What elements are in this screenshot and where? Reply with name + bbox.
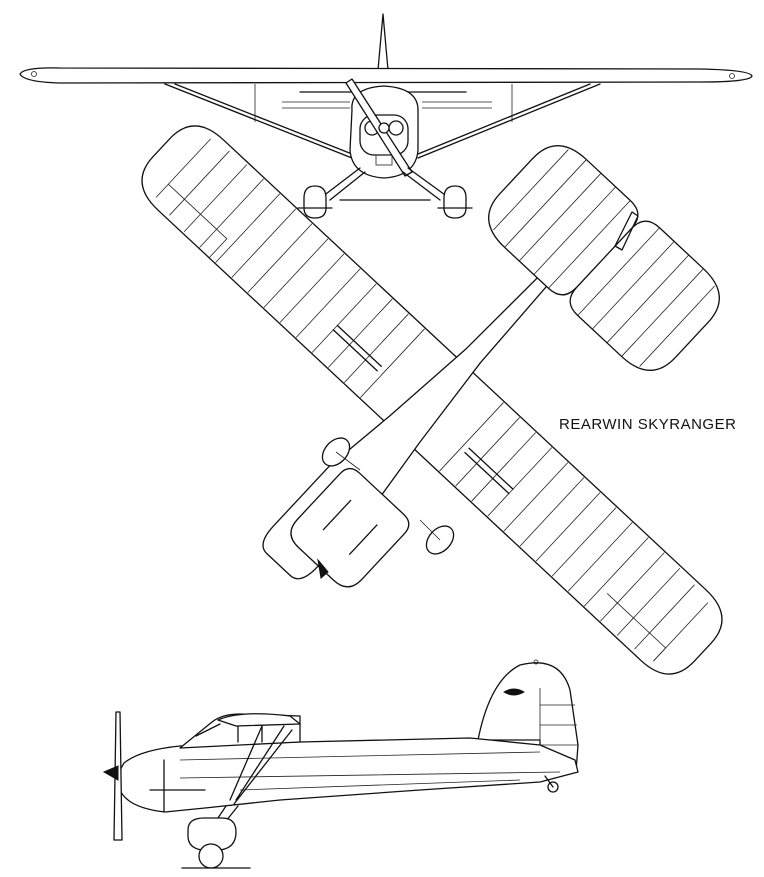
drawing-title: REARWIN SKYRANGER <box>559 416 736 433</box>
top-view-rudder <box>614 211 639 251</box>
side-view-wheel-fairing <box>187 817 237 851</box>
side-view-struts <box>229 725 293 805</box>
side-view-wheel <box>198 843 224 869</box>
front-view-fin <box>377 13 389 71</box>
top-view-cowling <box>290 467 410 588</box>
top-view-spinner <box>317 558 329 579</box>
side-view-wing-root <box>217 713 301 727</box>
top-view-wing-ribs <box>155 138 709 662</box>
top-view-horizontal-tail <box>488 145 720 371</box>
front-view-wing-struts <box>164 83 601 159</box>
front-view-landing-gear <box>317 167 453 201</box>
front-view <box>19 13 753 219</box>
side-view <box>102 659 579 869</box>
front-view-right-wheel <box>443 185 467 219</box>
front-view-wing <box>19 67 753 84</box>
side-view-spinner <box>102 765 119 781</box>
side-view-tail-insignia <box>503 688 525 696</box>
front-view-left-wheel <box>303 185 327 219</box>
top-view <box>141 125 723 675</box>
